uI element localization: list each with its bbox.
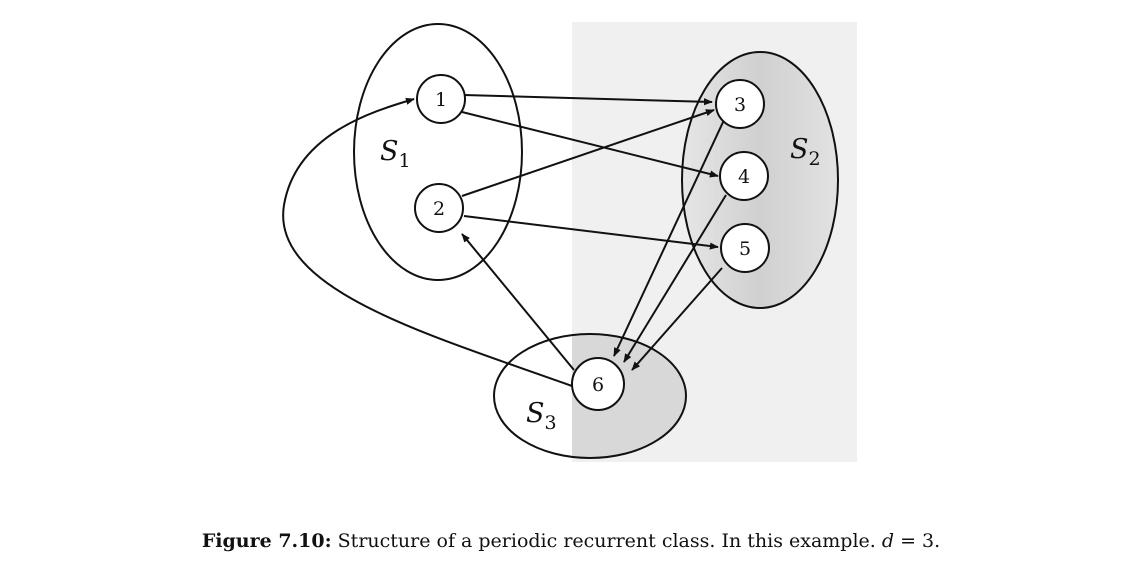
figure-number: Figure 7.10: xyxy=(201,530,332,552)
node-3: 3 xyxy=(715,79,765,129)
node-4-label: 4 xyxy=(738,166,750,188)
edge-6-to-2 xyxy=(461,233,575,371)
edge-2-to-3 xyxy=(461,109,715,197)
edges xyxy=(282,94,727,387)
caption-math-rest: = 3. xyxy=(894,530,941,552)
node-5-label: 5 xyxy=(739,238,751,260)
edge-1-to-4 xyxy=(461,111,719,178)
node-1: 1 xyxy=(416,74,466,124)
set-s1-label: S1 xyxy=(380,136,411,172)
set-s2-label: S2 xyxy=(790,134,821,170)
node-2: 2 xyxy=(414,183,464,233)
set-s3-outline xyxy=(493,333,687,459)
edge-5-to-6 xyxy=(631,267,723,371)
node-3-label: 3 xyxy=(734,94,746,116)
node-5: 5 xyxy=(720,223,770,273)
edge-6-to-1 xyxy=(282,97,573,387)
set-s1-ellipse xyxy=(353,23,523,281)
edge-4-to-6 xyxy=(623,194,727,363)
node-6: 6 xyxy=(571,357,625,411)
node-4: 4 xyxy=(719,151,769,201)
node-2-label: 2 xyxy=(433,198,445,220)
node-1-label: 1 xyxy=(435,89,447,111)
caption-math-var: d xyxy=(881,530,895,552)
caption-text: Structure of a periodic recurrent class.… xyxy=(331,530,882,552)
edge-1-to-3 xyxy=(463,94,713,106)
node-6-label: 6 xyxy=(592,374,604,396)
edge-3-to-6 xyxy=(613,119,725,357)
set-s3-label: S3 xyxy=(526,398,557,434)
figure-caption: Figure 7.10: Structure of a periodic rec… xyxy=(0,530,1142,552)
edge-2-to-5 xyxy=(463,215,719,250)
